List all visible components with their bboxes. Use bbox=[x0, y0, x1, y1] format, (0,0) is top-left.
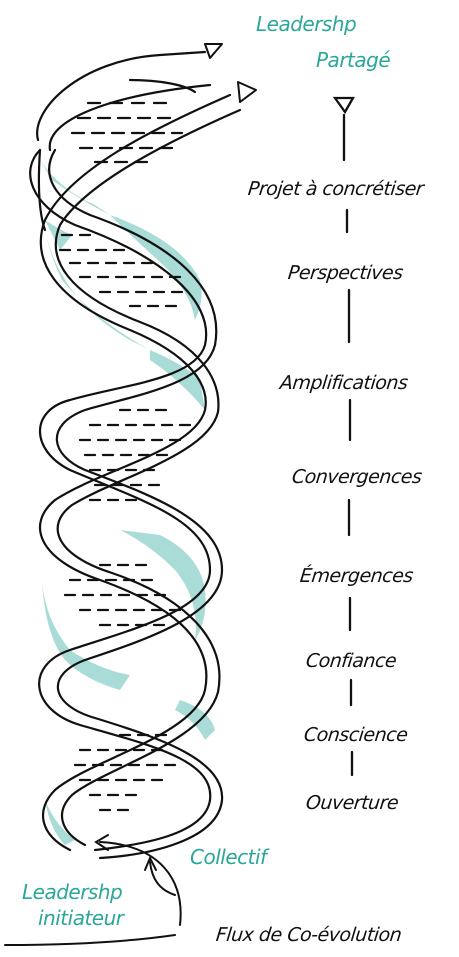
helix-strands bbox=[29, 50, 242, 860]
helix-arrowheads bbox=[204, 43, 257, 103]
step-emergences: Émergences bbox=[298, 565, 414, 587]
step-projet: Projet à concrétiser bbox=[246, 178, 425, 200]
bottom-arrows bbox=[4, 834, 182, 946]
step-amplifications: Amplifications bbox=[278, 372, 409, 394]
helix-rungs bbox=[58, 101, 192, 812]
flux-label: Flux de Co-évolution bbox=[214, 924, 403, 946]
top-leader-label-line1: Leadershp bbox=[256, 12, 357, 36]
collectif-label: Collectif bbox=[190, 845, 267, 869]
bottom-leader-label-line1: Leadershp bbox=[22, 880, 123, 904]
step-confiance: Confiance bbox=[304, 650, 398, 672]
step-perspectives: Perspectives bbox=[286, 262, 404, 284]
step-conscience: Conscience bbox=[302, 724, 409, 746]
progression-axis bbox=[332, 96, 355, 777]
top-leader-label-line2: Partagé bbox=[316, 48, 391, 72]
step-ouverture: Ouverture bbox=[304, 792, 400, 814]
step-convergences: Convergences bbox=[290, 466, 423, 488]
bottom-leader-label-line2: initiateur bbox=[38, 906, 124, 930]
